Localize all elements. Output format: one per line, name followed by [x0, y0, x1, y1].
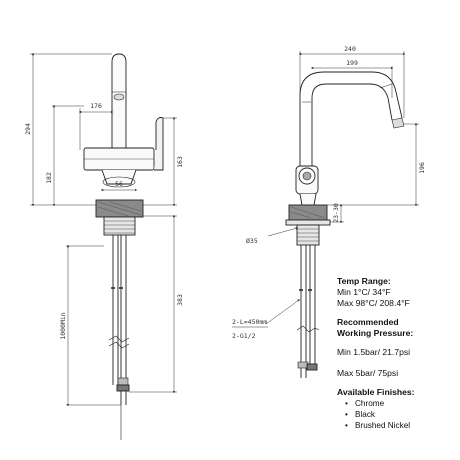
finishes-heading: Available Finishes: — [337, 387, 415, 397]
front-spout — [111, 53, 127, 148]
finish-black: Black — [337, 409, 457, 420]
dim-spout-reach-right: 199 — [346, 59, 358, 67]
dim-spout-reach-left: 176 — [90, 102, 102, 110]
dim-hose-spec: 2-L=450mm — [232, 318, 267, 326]
dim-thread-spec: 2-G1/2 — [232, 332, 256, 340]
pressure-heading-2: Working Pressure: — [337, 328, 414, 338]
dim-overall-width: 240 — [344, 45, 356, 53]
dim-spout-height-right: 196 — [418, 162, 426, 174]
spec-panel: Temp Range: Min 1°C/ 34°F Max 98°C/ 208.… — [337, 276, 457, 432]
temp-heading: Temp Range: — [337, 276, 391, 286]
dim-deck-thickness: 23-30 — [332, 203, 340, 223]
dim-lever-height: 163 — [176, 156, 184, 168]
front-lever — [154, 117, 164, 171]
side-hoses — [300, 245, 316, 378]
temp-min: Min 1°C/ 34°F — [337, 287, 391, 297]
dim-hole-diameter: Ø35 — [246, 237, 258, 245]
front-dimensions — [30, 52, 177, 407]
pressure-min: Min 1.5bar/ 21.7psi — [337, 347, 411, 357]
finish-chrome: Chrome — [337, 398, 457, 409]
side-view — [285, 71, 405, 378]
dim-body-diameter: 56 — [115, 180, 123, 188]
side-dimensions — [265, 51, 419, 325]
dim-min-length: 1000Min — [59, 312, 67, 339]
pressure-heading-1: Recommended — [337, 317, 399, 327]
dim-overall-height: 294 — [24, 123, 32, 135]
front-view — [83, 53, 164, 440]
finishes-list: Chrome Black Brushed Nickel — [337, 398, 457, 432]
front-hoses — [112, 235, 127, 405]
dim-hose-length: 383 — [176, 294, 184, 306]
temp-max: Max 98°C/ 208.4°F — [337, 298, 410, 308]
finish-brushed-nickel: Brushed Nickel — [337, 420, 457, 431]
dim-body-height-left: 182 — [45, 172, 53, 184]
pressure-max: Max 5bar/ 75psi — [337, 368, 399, 378]
side-spout — [299, 71, 403, 178]
